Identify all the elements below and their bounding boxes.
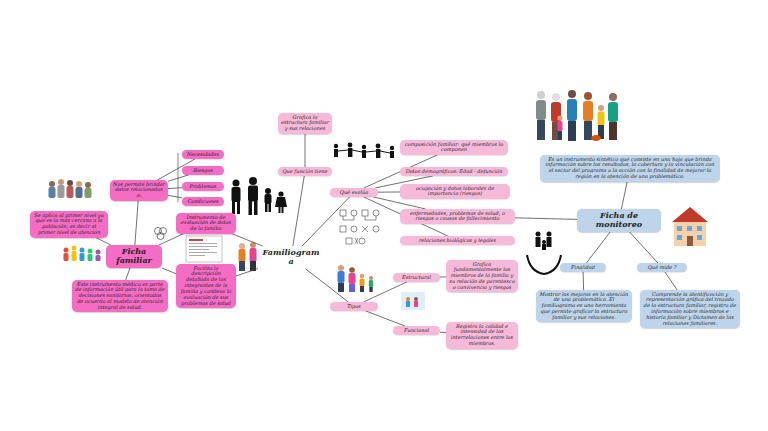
item-box: ocupación y datos laborales de importanc… [400,184,510,199]
item-box: relaciones biológicas y legales [400,236,515,245]
genogram-symbols [340,210,379,244]
connector-line [366,311,405,326]
node-text: Grafica fundamentalmente los miembros de… [449,262,515,291]
node-text: Tipos [333,304,375,310]
node-text: Registra la calidad e intensidad de las … [449,324,515,348]
node-text: Qué evalúa [333,190,375,196]
node-text: Qué mide ? [640,265,684,271]
node-text: Familiograma [262,248,320,267]
rings-icon [155,228,167,240]
connector-line [364,282,407,302]
connector-line [126,268,130,280]
question-box: Qué evalúa [330,188,378,197]
connector-line [378,191,400,192]
node-text: composición familiar: qué miembros lo co… [403,142,505,154]
node-text: Riesgos [185,168,221,174]
item-box: enfermedades, problemas de salud, o ries… [400,209,515,224]
children-icon [64,246,101,262]
main-topic: Ficha de monitoreo [577,209,661,232]
type-box: Funcional [393,326,440,335]
bracket [178,153,179,202]
couple-icon [239,242,257,271]
concept-box: Instrumento de evaluación de datos de la… [176,213,236,234]
node-text: Este instrumento médico es parte de info… [75,282,165,311]
node-text: Se aplica al primer nivel ya que es la m… [33,213,105,237]
connector-line [515,218,577,220]
connector-line [293,176,304,246]
item-box: Riesgos [182,166,224,175]
node-text: Condiciones [185,199,221,205]
connector-line [236,269,258,276]
definition-box: Es un instrumento sintético que consiste… [540,155,720,182]
question-box: Tipos [330,302,378,311]
family-silhouette [232,177,288,215]
connector-line [583,272,584,290]
thumbnail-image [401,292,425,310]
node-text: Mostrar las mejoras en la atención de un… [539,292,629,321]
big-family-illustration [536,90,618,141]
type-box: Estructural [393,273,440,282]
question-box: Qué mide ? [637,263,687,272]
node-text: enfermedades, problemas de salud, o ries… [403,211,512,223]
node-text: Instrumento de evaluación de datos de la… [179,215,233,233]
connector-line [306,269,349,302]
question-box: Que función tiene [278,167,332,176]
node-text: Nos permite brindar datos relacionados a… [113,182,165,200]
description-box: Mostrar las mejoras en la atención de un… [536,290,632,322]
node-text: Facilita la descripción detallada de los… [179,266,233,307]
node-text: Datos demográficos: Edad - defunción [403,169,505,175]
node-text: Problemas [185,184,221,190]
connector-line [168,195,182,197]
hands-icon [527,232,561,275]
main-topic: Familiograma [258,246,324,269]
connector-line [168,175,189,181]
note-box: Se aplica al primer nivel ya que es la m… [30,211,108,238]
node-text: Ficha de monitoreo [581,211,657,230]
main-topic: Ficha familiar [106,245,162,268]
node-text: ocupación y datos laborales de importanc… [403,186,507,198]
connector-line [135,201,138,245]
people-chain [334,143,394,158]
note-box: Este instrumento médico es parte de info… [72,280,168,312]
connector-line [629,232,657,263]
concept-box: Grafica la estructura familiar y sus rel… [278,113,332,134]
connector-line [302,197,350,246]
concept-box: Facilita la descripción detallada de los… [176,264,236,308]
document-icon [186,236,222,262]
connector-line [621,182,627,209]
node-text: Finalidad [563,265,603,271]
question-box: Finalidad [560,263,606,272]
connector-line [665,272,677,290]
connector-line [162,268,176,274]
connector-line [159,234,184,245]
item-box: composición familiar: qué miembros lo co… [400,140,508,155]
description-box: Grafica fundamentalmente los miembros de… [446,260,518,292]
node-text: Comprende la identificación y representa… [643,292,737,327]
node-text: Grafica la estructura familiar y sus rel… [281,115,329,133]
connector-line [96,238,111,245]
building-icon [672,207,708,246]
concept-box: Nos permite brindar datos relacionados a… [110,180,168,201]
node-text: Necesidades [185,152,221,158]
node-text: Que función tiene [281,169,329,175]
node-text: Estructural [396,275,437,281]
family-photo [49,179,92,198]
description-box: Registra la calidad e intensidad de las … [446,322,518,349]
connector-line [168,187,182,189]
item-box: Necesidades [182,150,224,159]
node-text: Funcional [396,328,437,334]
connector-line [586,232,610,263]
family-illustration [338,265,374,292]
node-text: Ficha familiar [110,247,158,266]
item-box: Condiciones [182,197,224,206]
connector-line [305,134,306,167]
item-box: Problemas [182,182,224,191]
description-box: Comprende la identificación y representa… [640,290,740,328]
item-box: Datos demográficos: Edad - defunción [400,167,508,176]
connector-line [232,234,263,246]
node-text: relaciones biológicas y legales [403,238,512,244]
node-text: Es un instrumento sintético que consiste… [543,157,717,181]
